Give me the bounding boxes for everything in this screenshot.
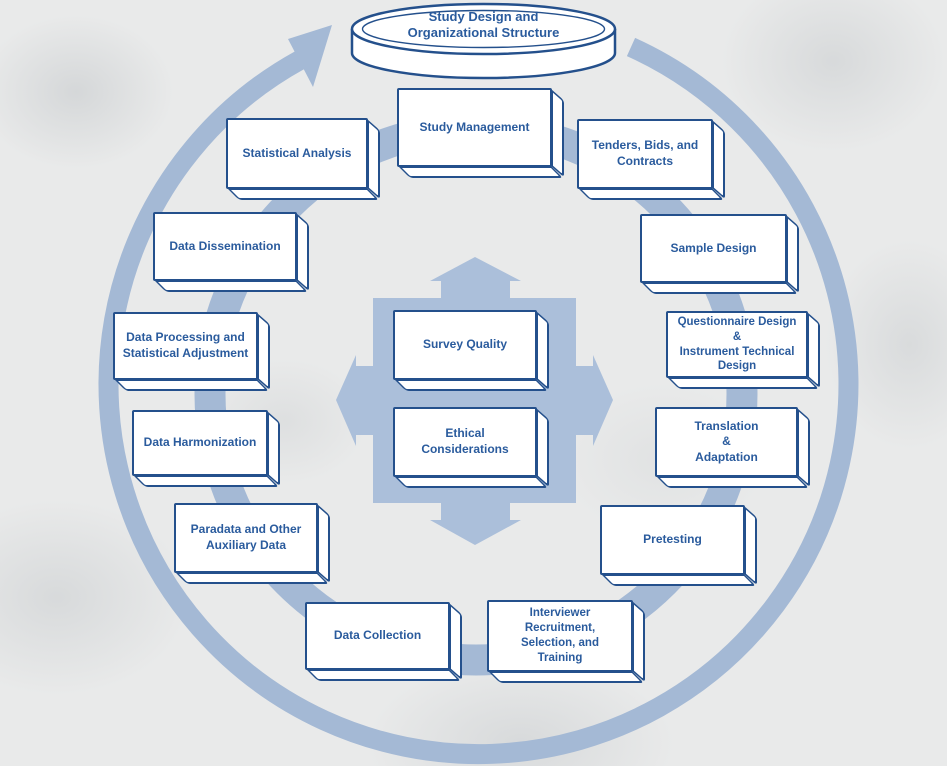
box-3d-bottom xyxy=(133,475,279,487)
box-3d-side xyxy=(367,119,380,200)
node-label: Interviewer Recruitment, Selection, and … xyxy=(487,600,633,672)
node-label: Sample Design xyxy=(640,214,787,283)
box-3d-side xyxy=(551,89,564,178)
node-data-collection: Data Collection xyxy=(305,602,462,681)
box-3d-bottom xyxy=(656,476,809,488)
node-label: Data Dissemination xyxy=(153,212,297,281)
node-survey-quality: Survey Quality xyxy=(393,310,549,391)
box-3d-bottom xyxy=(601,574,756,586)
node-ethical-considerations: Ethical Considerations xyxy=(393,407,549,488)
node-data-harmonization: Data Harmonization xyxy=(132,410,280,487)
box-3d-bottom xyxy=(175,572,329,584)
node-pretesting: Pretesting xyxy=(600,505,757,586)
box-3d-side xyxy=(807,312,820,389)
node-label: Questionnaire Design & Instrument Techni… xyxy=(666,311,808,378)
box-3d-side xyxy=(317,504,330,584)
outer-cycle-ring xyxy=(98,37,859,765)
center-cross-arrows-icon xyxy=(336,257,613,545)
node-label: Tenders, Bids, and Contracts xyxy=(577,119,713,189)
box-3d-bottom xyxy=(667,377,819,389)
node-paradata-auxiliary-data: Paradata and Other Auxiliary Data xyxy=(174,503,330,584)
node-study-design-structure: Study Design and Organizational Structur… xyxy=(407,9,560,41)
box-3d-side xyxy=(797,408,810,488)
node-label: Translation & Adaptation xyxy=(655,407,798,477)
box-3d-side xyxy=(712,120,725,200)
box-3d-side xyxy=(267,411,280,487)
box-3d-side xyxy=(632,601,645,683)
node-interviewer-recruitment: Interviewer Recruitment, Selection, and … xyxy=(487,600,645,683)
node-label: Ethical Considerations xyxy=(393,407,537,477)
box-3d-bottom xyxy=(306,669,461,681)
box-3d-bottom xyxy=(394,476,548,488)
box-3d-bottom xyxy=(488,671,644,683)
box-3d-side xyxy=(296,213,309,292)
box-3d-bottom xyxy=(641,282,798,294)
box-3d-bottom xyxy=(398,166,563,178)
node-data-dissemination: Data Dissemination xyxy=(153,212,309,292)
node-label: Survey Quality xyxy=(393,310,537,380)
node-statistical-analysis: Statistical Analysis xyxy=(226,118,380,200)
node-data-processing: Data Processing and Statistical Adjustme… xyxy=(113,312,270,391)
cylinder-shape xyxy=(350,2,617,80)
cycle-arrowhead-icon xyxy=(288,25,332,87)
box-3d-side xyxy=(786,215,799,294)
box-3d-side xyxy=(536,311,549,391)
node-questionnaire-design: Questionnaire Design & Instrument Techni… xyxy=(666,311,820,389)
box-3d-bottom xyxy=(578,188,724,200)
node-label: Study Management xyxy=(397,88,552,167)
box-3d-bottom xyxy=(394,379,548,391)
node-study-management: Study Management xyxy=(397,88,564,178)
box-3d-bottom xyxy=(227,188,379,200)
box-3d-bottom xyxy=(154,280,308,292)
node-label: Pretesting xyxy=(600,505,745,575)
box-3d-side xyxy=(449,603,462,681)
node-translation-adaptation: Translation & Adaptation xyxy=(655,407,810,488)
box-3d-side xyxy=(536,408,549,488)
node-label: Data Harmonization xyxy=(132,410,268,476)
node-label: Data Collection xyxy=(305,602,450,670)
node-label: Paradata and Other Auxiliary Data xyxy=(174,503,318,573)
node-label: Data Processing and Statistical Adjustme… xyxy=(113,312,258,380)
node-label: Statistical Analysis xyxy=(226,118,368,189)
node-sample-design: Sample Design xyxy=(640,214,799,294)
box-3d-side xyxy=(744,506,757,586)
box-3d-bottom xyxy=(114,379,269,391)
box-3d-side xyxy=(257,313,270,391)
node-tenders-bids-contracts: Tenders, Bids, and Contracts xyxy=(577,119,725,200)
